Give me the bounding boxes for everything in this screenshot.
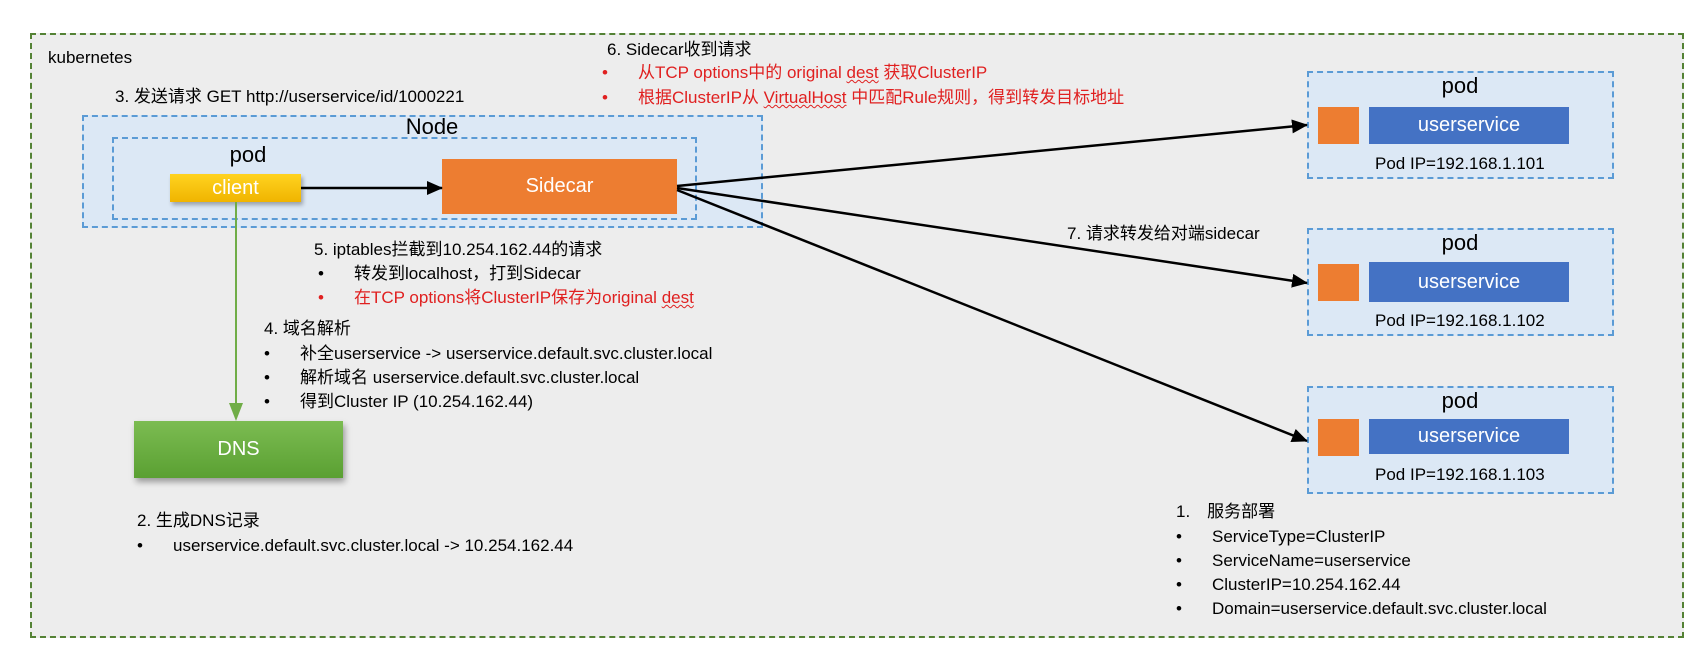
step4-title: 4. 域名解析: [264, 319, 351, 338]
userservice-box[interactable]: userservice: [1369, 262, 1569, 302]
pod-label: pod: [1441, 388, 1479, 413]
bullet: •: [318, 264, 324, 283]
text: Domain=userservice.default.svc.cluster.l…: [1212, 599, 1547, 618]
bullet: •: [602, 88, 608, 107]
client-pod-box: [112, 137, 697, 220]
text: 补全userservice -> userservice.default.svc…: [300, 344, 713, 363]
text: dest: [846, 63, 879, 82]
pod-ip: Pod IP=192.168.1.102: [1375, 311, 1545, 330]
step7-title: 7. 请求转发给对端sidecar: [1067, 224, 1260, 243]
arrow-sidecar-to-pod-3: [676, 188, 1308, 443]
bullet: •: [1176, 551, 1182, 570]
bullet: •: [318, 288, 324, 307]
dns-box[interactable]: DNS: [134, 421, 343, 478]
pod-ip: Pod IP=192.168.1.103: [1375, 465, 1545, 484]
bullet: •: [264, 392, 270, 411]
bullet: •: [137, 536, 143, 555]
bullet: •: [1176, 599, 1182, 618]
userservice-box[interactable]: userservice: [1369, 107, 1569, 144]
arrow-client-to-dns-head: [229, 403, 243, 421]
step4-item-1: • 补全userservice -> userservice.default.sv…: [264, 343, 712, 365]
text: 解析域名 userservice.default.svc.cluster.loc…: [300, 368, 640, 387]
client-box[interactable]: client: [170, 174, 301, 202]
text: 根据ClusterIP从: [638, 88, 764, 107]
pod-ip: Pod IP=192.168.1.101: [1375, 154, 1545, 173]
pod-sidecar-square: [1318, 419, 1359, 456]
step4-item-2: • 解析域名 userservice.default.svc.cluster.lo…: [264, 367, 639, 389]
bullet: •: [264, 344, 270, 363]
step2-item-1: • userservice.default.svc.cluster.local -…: [137, 535, 573, 557]
bullet: •: [1176, 527, 1182, 546]
step4-item-3: • 得到Cluster IP (10.254.162.44): [264, 391, 533, 413]
pod-sidecar-square: [1318, 264, 1359, 301]
step5-item-2: • 在TCP options将ClusterIP保存为original dest: [318, 287, 694, 309]
step6-item-1: • 从TCP options中的 original dest 获取ClusterI…: [602, 62, 987, 84]
pod-sidecar-square: [1318, 107, 1359, 144]
step1-item-4: • Domain=userservice.default.svc.cluster.…: [1176, 598, 1547, 620]
step3-title: 3. 发送请求 GET http://userservice/id/100022…: [115, 87, 465, 106]
text: 获取ClusterIP: [878, 63, 988, 82]
step1-title: 1. 服务部署: [1176, 502, 1276, 521]
node-label: Node: [405, 114, 459, 139]
sidecar-box[interactable]: Sidecar: [442, 159, 677, 214]
pod-label: pod: [1441, 73, 1479, 98]
step2-title: 2. 生成DNS记录: [137, 511, 260, 530]
pod-label: pod: [1441, 230, 1479, 255]
text: 在TCP options将ClusterIP保存为original: [354, 288, 662, 307]
text: userservice.default.svc.cluster.local ->…: [173, 536, 574, 555]
text: ClusterIP=10.254.162.44: [1212, 575, 1401, 594]
step1-item-2: • ServiceName=userservice: [1176, 550, 1411, 572]
bullet: •: [602, 63, 608, 82]
client-pod-label: pod: [229, 142, 267, 167]
step1-item-1: • ServiceType=ClusterIP: [1176, 526, 1385, 548]
userservice-box[interactable]: userservice: [1369, 419, 1569, 454]
step5-item-1: • 转发到localhost，打到Sidecar: [318, 263, 581, 285]
text: 从TCP options中的 original: [638, 63, 847, 82]
text: 中匹配Rule规则，得到转发目标地址: [846, 88, 1125, 107]
arrow-sidecar-to-pod-2: [676, 186, 1308, 288]
text: 转发到localhost，打到Sidecar: [354, 264, 581, 283]
text: VirtualHost: [763, 88, 847, 107]
text: ServiceType=ClusterIP: [1212, 527, 1386, 546]
bullet: •: [264, 368, 270, 387]
step6-title: 6. Sidecar收到请求: [607, 40, 752, 59]
text: dest: [661, 288, 694, 307]
step1-item-3: • ClusterIP=10.254.162.44: [1176, 574, 1401, 596]
step5-title: 5. iptables拦截到10.254.162.44的请求: [314, 240, 603, 259]
text: 得到Cluster IP (10.254.162.44): [300, 392, 534, 411]
text: ServiceName=userservice: [1212, 551, 1411, 570]
step6-item-2: • 根据ClusterIP从 VirtualHost 中匹配Rule规则，得到转发…: [602, 87, 1124, 109]
arrow-sidecar-to-pod-1: [676, 119, 1308, 188]
bullet: •: [1176, 575, 1182, 594]
cluster-label: kubernetes: [48, 48, 133, 67]
